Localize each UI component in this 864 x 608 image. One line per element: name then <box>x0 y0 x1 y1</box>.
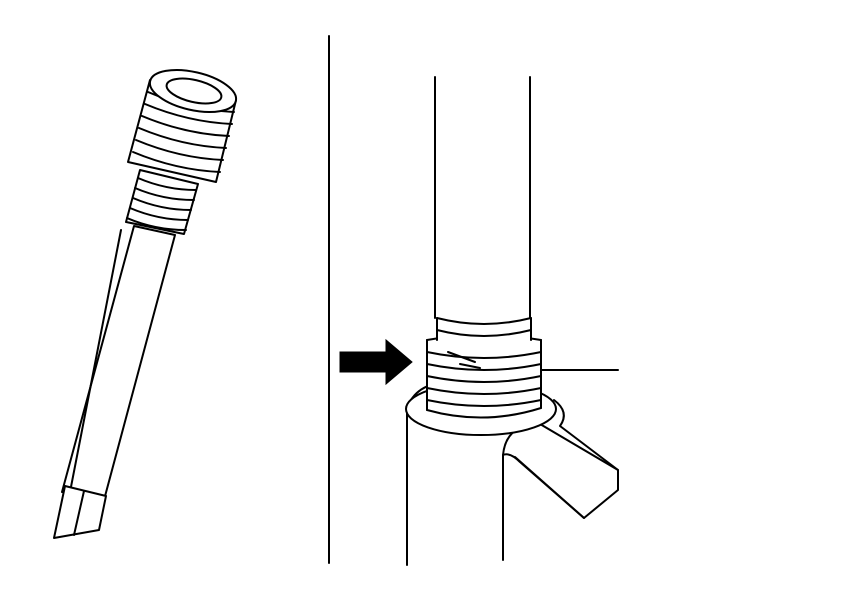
left-panel-tool <box>53 69 238 539</box>
vertical-pipe <box>434 76 531 319</box>
tool-socket-end <box>148 69 238 113</box>
tool-shaft <box>61 225 176 501</box>
pointer-arrow <box>339 338 413 386</box>
right-panel-fitting <box>339 76 619 566</box>
upper-collar <box>436 317 532 342</box>
side-branch-tube <box>502 399 619 519</box>
tool-blade-tip <box>53 485 107 539</box>
threaded-nut <box>426 334 542 419</box>
tool-lower-thread <box>125 169 199 235</box>
